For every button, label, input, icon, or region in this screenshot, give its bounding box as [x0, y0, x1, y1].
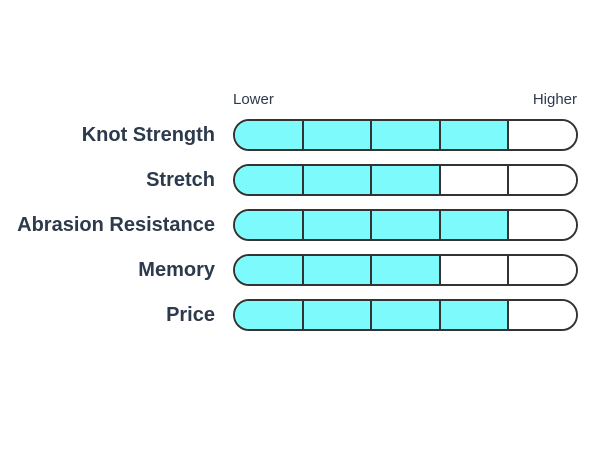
segment-filled: [235, 166, 302, 194]
rating-row: Price: [0, 299, 600, 331]
segment-empty: [507, 211, 576, 239]
segment-empty: [507, 121, 576, 149]
segment-filled: [235, 211, 302, 239]
row-label: Memory: [138, 258, 215, 281]
segment-filled: [235, 121, 302, 149]
rating-row: Knot Strength: [0, 119, 600, 151]
segment-empty: [438, 256, 508, 284]
segment-filled: [301, 211, 371, 239]
segment-empty: [507, 166, 576, 194]
segment-filled: [370, 211, 439, 239]
row-label: Stretch: [146, 168, 215, 191]
segment-filled: [301, 256, 371, 284]
segment-filled: [370, 301, 439, 329]
segment-filled: [301, 301, 371, 329]
segment-filled: [370, 256, 439, 284]
rating-bar: [233, 164, 578, 196]
scale-label-higher: Higher: [532, 91, 577, 108]
segment-filled: [438, 121, 508, 149]
segment-filled: [438, 211, 508, 239]
rating-bar: [233, 299, 578, 331]
row-label: Price: [166, 303, 215, 326]
row-label: Abrasion Resistance: [17, 213, 215, 236]
segment-filled: [301, 121, 371, 149]
segment-empty: [507, 256, 576, 284]
row-label: Knot Strength: [81, 123, 215, 146]
segment-filled: [370, 166, 439, 194]
segment-filled: [235, 301, 302, 329]
rating-bar: [233, 209, 578, 241]
segment-filled: [301, 166, 371, 194]
scale-labels: Lower Higher: [233, 92, 577, 108]
rating-row: Memory: [0, 254, 600, 286]
segment-empty: [438, 166, 508, 194]
segment-filled: [370, 121, 439, 149]
segment-filled: [235, 256, 302, 284]
segment-empty: [507, 301, 576, 329]
rating-row: Stretch: [0, 164, 600, 196]
rating-row: Abrasion Resistance: [0, 209, 600, 241]
scale-label-lower: Lower: [233, 91, 274, 108]
rating-bar: [233, 119, 578, 151]
rating-bar: [233, 254, 578, 286]
segment-filled: [438, 301, 508, 329]
